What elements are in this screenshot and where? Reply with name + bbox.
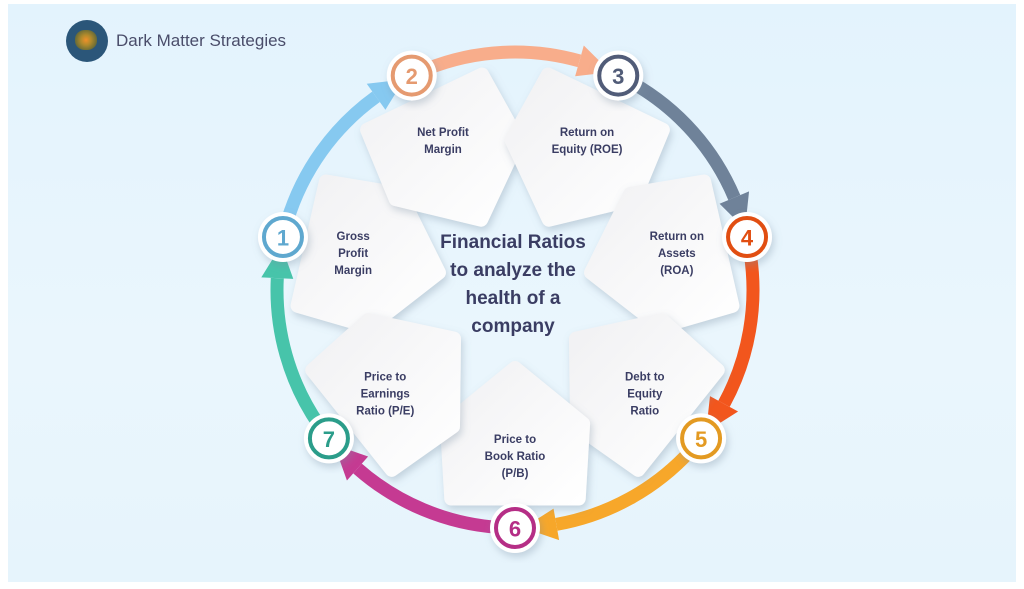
card-label-line: Equity	[627, 388, 663, 400]
card-label-line: Net Profit	[417, 127, 469, 139]
step-badge-6: 6	[490, 503, 540, 553]
cycle-arrow-6	[353, 463, 499, 534]
step-number: 1	[277, 226, 289, 251]
step-number: 2	[406, 64, 418, 89]
step-number: 4	[741, 226, 754, 251]
ratio-card-6: Price to Book Ratio (P/B)	[439, 361, 591, 506]
title-line: health of a	[465, 288, 560, 309]
cycle-arrow-7	[270, 277, 325, 429]
step-number: 5	[695, 427, 707, 452]
badge-ring	[390, 54, 433, 97]
card-label-line: Ratio	[630, 405, 659, 417]
galaxy-logo-icon	[66, 20, 108, 62]
badge-ring	[307, 417, 350, 460]
card-label-line: Equity (ROE)	[552, 144, 623, 156]
card-label-line: Earnings	[361, 388, 410, 400]
brand-name: Dark Matter Strategies	[116, 31, 287, 50]
card-label-line: Margin	[334, 265, 372, 277]
cycle-arrow-3	[629, 77, 741, 201]
step-number: 3	[612, 64, 624, 89]
step-badge-5: 5	[676, 413, 727, 464]
title-line: Financial Ratios	[440, 232, 586, 253]
badge-ring	[261, 216, 304, 259]
step-number: 6	[509, 517, 521, 542]
arrowhead-7	[261, 245, 294, 279]
cycle-arrow-5	[555, 446, 696, 531]
step-badge-7: 7	[303, 413, 354, 464]
step-badge-4: 4	[722, 212, 773, 263]
title-line: to analyze the	[450, 260, 576, 281]
card-label-line: Book Ratio	[485, 451, 546, 463]
cycle-arrow-4	[718, 252, 760, 407]
card-label-line: Assets	[658, 248, 696, 260]
card-label-line: (P/B)	[502, 468, 529, 480]
brand: Dark Matter Strategies	[66, 20, 286, 62]
card-label-line: Gross	[337, 231, 370, 243]
cycle-arrow-1	[281, 91, 380, 223]
card-label-line: Margin	[424, 144, 462, 156]
badge-ring	[494, 507, 536, 549]
card-label-line: Return on	[560, 127, 614, 139]
card-label-line: Return on	[650, 231, 704, 243]
step-badge-3: 3	[593, 50, 644, 101]
badge-ring	[680, 417, 723, 460]
badge-ring	[726, 216, 769, 259]
center-title: Financial Ratios to analyze the health of …	[440, 232, 586, 337]
card-label-line: Ratio (P/E)	[356, 405, 414, 417]
card-label-line: Price to	[494, 434, 536, 446]
step-badge-1: 1	[257, 212, 308, 263]
card-label-line: Debt to	[625, 371, 665, 383]
cycle-arrow-2	[424, 45, 582, 75]
step-number: 7	[323, 427, 335, 452]
card-label-line: Profit	[338, 248, 368, 260]
card-shape	[305, 313, 462, 477]
card-label-line: (ROA)	[660, 265, 693, 277]
step-badge-2: 2	[386, 50, 437, 101]
card-label-line: Price to	[364, 371, 406, 383]
title-line: company	[471, 316, 555, 337]
arrowhead-5	[523, 508, 560, 541]
badge-ring	[597, 54, 640, 97]
